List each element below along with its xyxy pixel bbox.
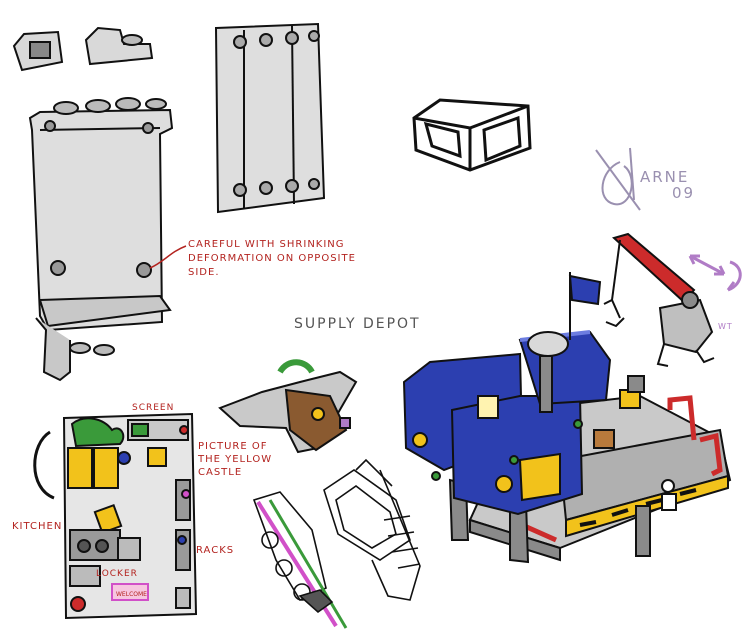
label-kitchen: KITCHEN [12,521,63,532]
title-supply-depot: SUPPLY DEPOT [294,316,421,332]
label-picture-line1: PICTURE OF [198,441,268,452]
label-picture-line2: THE YELLOW [198,454,273,465]
slope-brick-piece [84,26,154,66]
crane-model [603,232,715,367]
note-shrinking-line1: CAREFUL WITH SHRINKING [188,239,345,250]
note-shrinking-line2: DEFORMATION ON OPPOSITE [188,253,356,264]
label-picture-line3: CASTLE [198,467,243,478]
floor-plan [33,412,198,620]
label-locker: LOCKER [96,569,138,579]
space-vehicle-piece [218,359,358,454]
signature-name: ARNE [640,168,690,186]
rotation-arrows [688,254,742,292]
small-brick-piece [12,30,64,72]
artist-signature-mark [595,147,641,211]
container-outline [412,98,532,172]
signature-year: 09 [672,184,696,202]
large-wall-panel [28,97,174,382]
label-welcome: WELCOME [116,591,147,598]
note-shrinking-line3: SIDE. [188,267,220,278]
supply-depot-model [402,272,732,564]
label-screen: SCREEN [132,403,175,413]
label-racks: RACKS [196,545,235,556]
label-wt: WT [718,322,733,331]
walkway-frame-sketch [252,458,421,629]
flat-wall-panel [214,22,326,214]
